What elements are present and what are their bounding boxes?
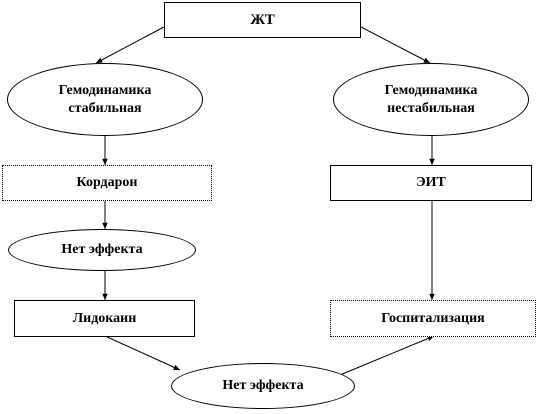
node-no-effect-1: Нет эффекта [8, 229, 196, 271]
arrow-noeffect2-to-hospitalization [339, 335, 435, 376]
node-lidocaine: Лидокаин [14, 300, 195, 337]
arrow-top-to-stable [95, 26, 165, 64]
node-cordarone: Кордарон [2, 165, 212, 201]
node-eit-label: ЭИТ [416, 175, 446, 190]
node-hospitalization-label: Госпитализация [381, 310, 485, 326]
node-no-effect-1-label: Нет эффекта [61, 242, 143, 258]
node-hemodynamics-unstable: Гемодинамика нестабильная [333, 63, 529, 136]
node-hemodynamics-stable-line1: Гемодинамика [58, 83, 152, 98]
node-vt-label: ЖТ [250, 11, 275, 28]
node-no-effect-2-label: Нет эффекта [222, 378, 304, 394]
arrow-top-to-unstable [360, 26, 431, 64]
node-no-effect-2: Нет эффекта [171, 363, 355, 409]
node-hemodynamics-stable-line2: стабильная [68, 100, 142, 116]
node-hospitalization: Госпитализация [330, 300, 536, 337]
node-hemodynamics-unstable-line2: нестабильная [387, 100, 475, 116]
arrow-lidocaine-to-noeffect2 [104, 335, 181, 371]
node-hemodynamics-unstable-line1: Гемодинамика [384, 83, 478, 98]
node-eit: ЭИТ [330, 165, 532, 201]
node-cordarone-label: Кордарон [76, 175, 138, 190]
node-vt: ЖТ [164, 2, 361, 38]
node-hemodynamics-stable: Гемодинамика стабильная [7, 63, 203, 136]
node-lidocaine-label: Лидокаин [72, 310, 137, 326]
